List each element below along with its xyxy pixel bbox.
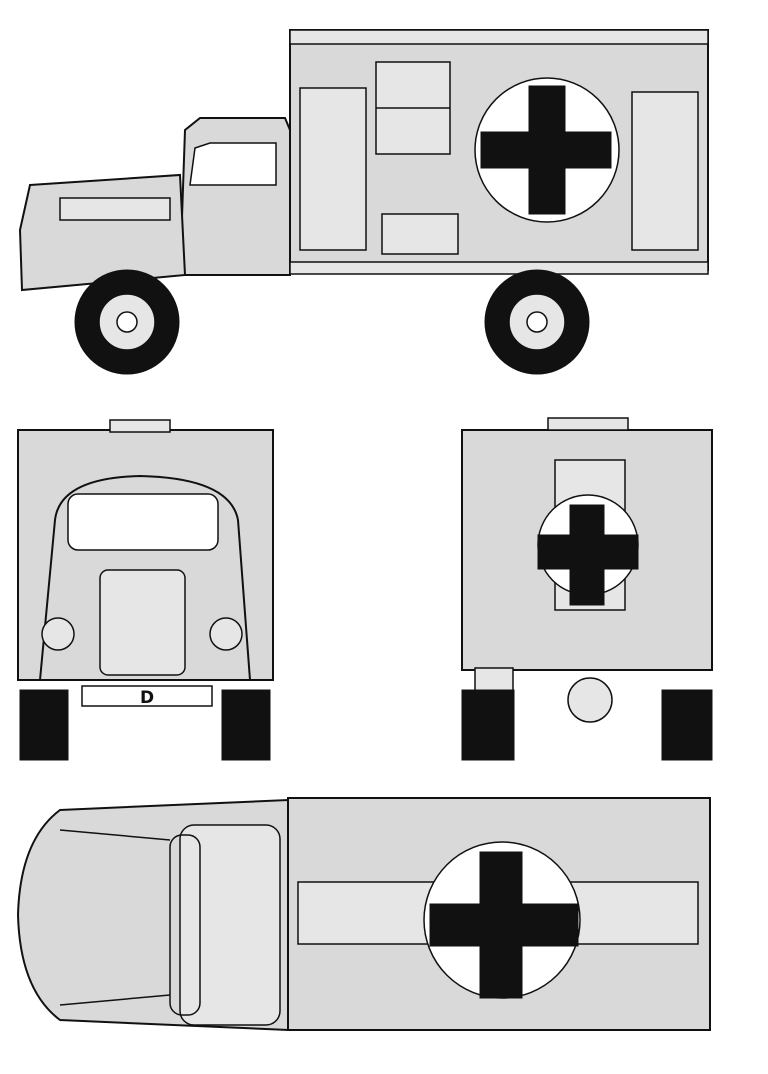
- plate-text: D: [140, 688, 154, 708]
- front-wheel: [74, 269, 180, 375]
- grille: [99, 569, 186, 676]
- cross-emblem: [480, 85, 612, 215]
- cab-window: [189, 142, 277, 186]
- rear-view: [461, 417, 713, 761]
- rear-wheel: [484, 269, 590, 375]
- side-door-right: [631, 91, 699, 251]
- rear-cross: [537, 504, 639, 606]
- cab: [178, 117, 291, 276]
- top-view: [16, 797, 711, 1032]
- windshield: [67, 493, 219, 551]
- headlight-right: [209, 617, 243, 651]
- side-view: [18, 29, 709, 375]
- license-plate: [81, 685, 213, 707]
- front-view: D: [17, 419, 274, 761]
- headlight-left: [41, 617, 75, 651]
- top-cross: [429, 851, 579, 999]
- cab-roof: [179, 824, 281, 1026]
- side-door-left: [299, 87, 367, 251]
- hood: [18, 173, 187, 292]
